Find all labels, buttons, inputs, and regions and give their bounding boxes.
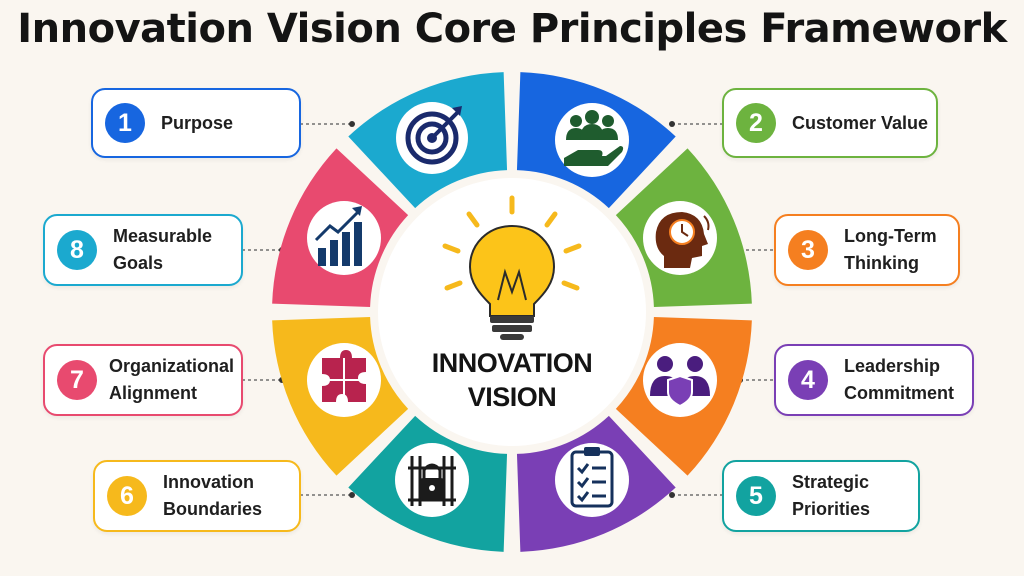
people-shield-icon [643,343,717,417]
principle-5-label: Strategic Priorities [792,472,871,519]
number-badge-8: 8 [57,230,97,270]
growth-chart-icon [307,201,381,275]
number-badge-6: 6 [107,476,147,516]
number-badge-4: 4 [788,360,828,400]
principle-5-card[interactable]: 5 Strategic Priorities [722,460,920,532]
principle-1-card[interactable]: 1 Purpose [91,88,301,158]
principle-4-label: Leadership Commitment [844,356,955,403]
target-icon [396,102,468,174]
diagram-title: Innovation Vision Core Principles Framew… [17,6,1007,52]
principle-4-card[interactable]: 4 Leadership Commitment [774,344,974,416]
principle-2-card[interactable]: 2 Customer Value [722,88,938,158]
principle-3-label: Long-Term Thinking [844,226,937,273]
principle-2-label: Customer Value [792,112,929,133]
checklist-icon [555,443,629,517]
lightbulb-icon [442,195,582,340]
principle-8-label: Measurable Goals [113,226,213,273]
principle-6-card[interactable]: 6 Innovation Boundaries [93,460,301,532]
principle-8-card[interactable]: 8 Measurable Goals [43,214,243,286]
number-badge-2: 2 [736,103,776,143]
head-clock-icon [643,201,717,275]
center-title-line2: VISION [467,382,557,412]
number-badge-7: 7 [57,360,97,400]
principle-7-label: Organizational Alignment [109,356,235,403]
principle-6-label: Innovation Boundaries [163,472,263,519]
puzzle-icon [307,343,381,417]
principle-3-card[interactable]: 3 Long-Term Thinking [774,214,960,286]
principle-7-card[interactable]: 7 Organizational Alignment [43,344,243,416]
number-badge-1: 1 [105,103,145,143]
people-hand-icon [555,103,629,177]
principle-1-label: Purpose [161,112,234,133]
number-badge-3: 3 [788,230,828,270]
gate-lock-icon [395,443,469,517]
number-badge-5: 5 [736,476,776,516]
center-title-line1: INNOVATION [431,348,593,378]
